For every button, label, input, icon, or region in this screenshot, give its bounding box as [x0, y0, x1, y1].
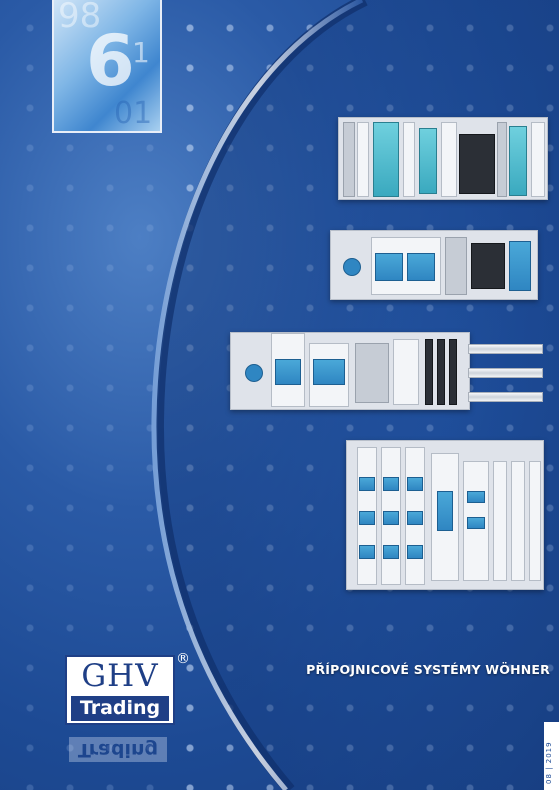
busbar — [468, 368, 543, 378]
product-module — [441, 122, 457, 197]
product-module — [493, 461, 507, 581]
product-module — [407, 511, 423, 525]
product-image-4 — [346, 440, 544, 590]
logo-text-top: GHV — [81, 658, 159, 694]
cover-title: PŘÍPOJNICOVÉ SYSTÉMY WÖHNER — [306, 662, 550, 677]
product-module — [459, 134, 495, 194]
product-module — [359, 511, 375, 525]
ghv-trading-logo: GHV Trading — [65, 655, 175, 725]
product-module — [373, 122, 399, 197]
product-module — [383, 511, 399, 525]
product-image-2 — [330, 230, 538, 300]
product-module — [383, 477, 399, 491]
product-module — [359, 477, 375, 491]
logo-reflection: Trading — [65, 728, 175, 762]
product-module — [509, 241, 531, 291]
product-module — [375, 253, 403, 281]
busbar — [468, 344, 543, 354]
product-module — [467, 517, 485, 529]
photo-digit: 1 — [132, 36, 150, 69]
product-module — [529, 461, 541, 581]
product-module — [511, 461, 525, 581]
product-module — [393, 339, 419, 405]
product-module — [407, 253, 435, 281]
product-module — [497, 122, 507, 197]
registered-trademark-icon: ® — [176, 651, 190, 667]
edition-month: 08 — [545, 773, 553, 784]
product-screw — [245, 364, 263, 382]
product-module — [449, 339, 457, 405]
product-screw — [343, 258, 361, 276]
photo-digit: 98 — [58, 0, 102, 36]
logo-text-bottom: Trading — [71, 696, 169, 721]
product-module — [383, 545, 399, 559]
busbar — [468, 392, 543, 402]
product-module — [419, 128, 437, 194]
edition-label: 08 | 2019 — [545, 741, 553, 784]
product-module — [403, 122, 415, 197]
product-image-1 — [338, 117, 548, 200]
product-module — [467, 491, 485, 503]
product-module — [471, 243, 505, 289]
product-module — [425, 339, 433, 405]
logo-reflection-text: Trading — [69, 737, 167, 762]
photo-digit: 6 — [86, 20, 135, 102]
product-module — [355, 343, 389, 403]
product-module — [509, 126, 527, 196]
product-module — [313, 359, 345, 385]
product-module — [357, 122, 369, 197]
product-module — [275, 359, 301, 385]
edition-tab: 08 | 2019 — [544, 722, 559, 790]
product-module — [437, 491, 453, 531]
corner-photo: 98 6 1 01 — [52, 0, 162, 133]
product-module — [445, 237, 467, 295]
product-module — [359, 545, 375, 559]
product-image-3 — [230, 332, 470, 410]
product-module — [531, 122, 545, 197]
photo-digit: 01 — [114, 96, 153, 131]
edition-year: 2019 — [545, 741, 553, 764]
product-module — [437, 339, 445, 405]
product-module — [407, 477, 423, 491]
product-module — [407, 545, 423, 559]
product-module — [343, 122, 355, 197]
